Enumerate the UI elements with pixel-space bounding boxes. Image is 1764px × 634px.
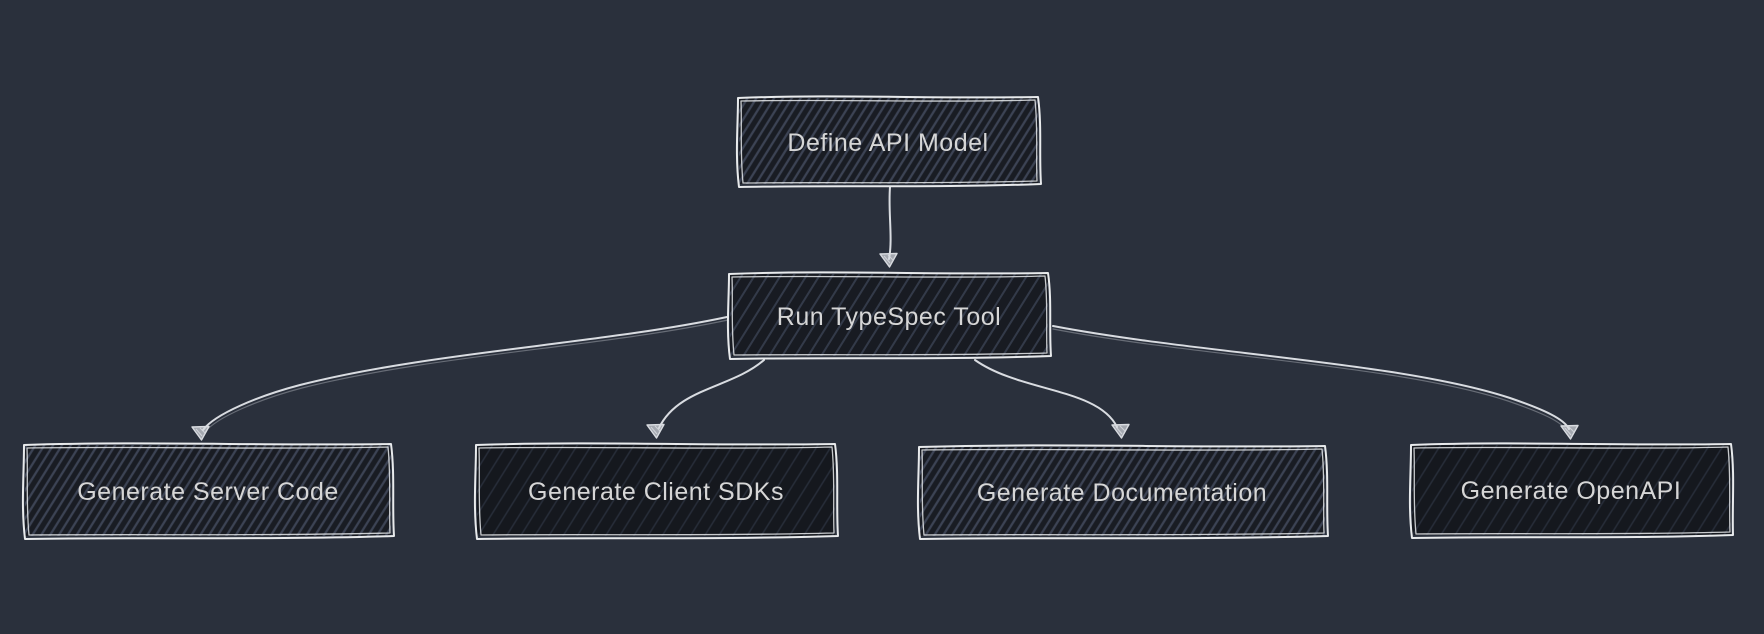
node-label: Generate Server Code — [77, 478, 339, 506]
node-hatch — [1412, 445, 1731, 535]
node-border-sketch — [478, 446, 835, 536]
node-generate-documentation: Generate Documentation — [916, 444, 1329, 540]
node-hatch — [25, 445, 391, 536]
node-label: Generate Client SDKs — [528, 478, 784, 506]
edge-run-typespec-tool-to-generate-documentation — [974, 359, 1130, 439]
arrowhead-scribble — [1564, 426, 1575, 436]
edge-line — [202, 316, 728, 431]
node-border-sketch — [26, 446, 391, 536]
edge-run-typespec-tool-to-generate-client-sdks — [646, 359, 765, 439]
edge-line-ghost — [204, 319, 729, 433]
node-border — [735, 95, 1042, 188]
edge-line — [888, 186, 892, 260]
node-border-sketch — [1413, 446, 1731, 535]
node-define-api-model: Define API Model — [735, 95, 1042, 188]
node-hatch — [739, 98, 1038, 184]
node-border — [473, 442, 839, 540]
node-border-sketch — [921, 448, 1325, 536]
node-label: Generate OpenAPI — [1461, 477, 1682, 505]
edge-line-ghost — [1052, 328, 1568, 432]
node-border — [21, 442, 395, 540]
edges-layer — [191, 186, 1579, 441]
node-hatch — [920, 447, 1325, 536]
node-border — [1408, 442, 1735, 539]
node-border — [726, 271, 1052, 360]
arrowhead-scribble — [1115, 425, 1126, 435]
node-run-typespec-tool: Run TypeSpec Tool — [726, 271, 1052, 360]
arrowhead-scribble — [650, 425, 661, 435]
node-border — [916, 444, 1329, 540]
node-generate-server-code: Generate Server Code — [21, 442, 395, 540]
node-border-sketch — [740, 99, 1038, 184]
node-border-sketch — [731, 275, 1048, 356]
edge-run-typespec-tool-to-generate-openapi — [1052, 325, 1579, 440]
node-label: Run TypeSpec Tool — [777, 303, 1001, 331]
edge-line — [658, 359, 765, 429]
node-hatch — [730, 274, 1048, 356]
node-generate-openapi: Generate OpenAPI — [1408, 442, 1735, 539]
node-label: Define API Model — [787, 129, 988, 157]
edge-run-typespec-tool-to-generate-server-code — [191, 316, 729, 441]
edge-line — [1052, 325, 1570, 430]
arrowhead-scribble — [195, 427, 206, 437]
edge-line — [974, 359, 1118, 428]
edge-define-api-model-to-run-typespec-tool — [879, 186, 898, 268]
node-generate-client-sdks: Generate Client SDKs — [473, 442, 839, 540]
arrowhead-scribble — [883, 254, 894, 264]
node-label: Generate Documentation — [977, 479, 1267, 507]
node-hatch — [477, 445, 835, 536]
